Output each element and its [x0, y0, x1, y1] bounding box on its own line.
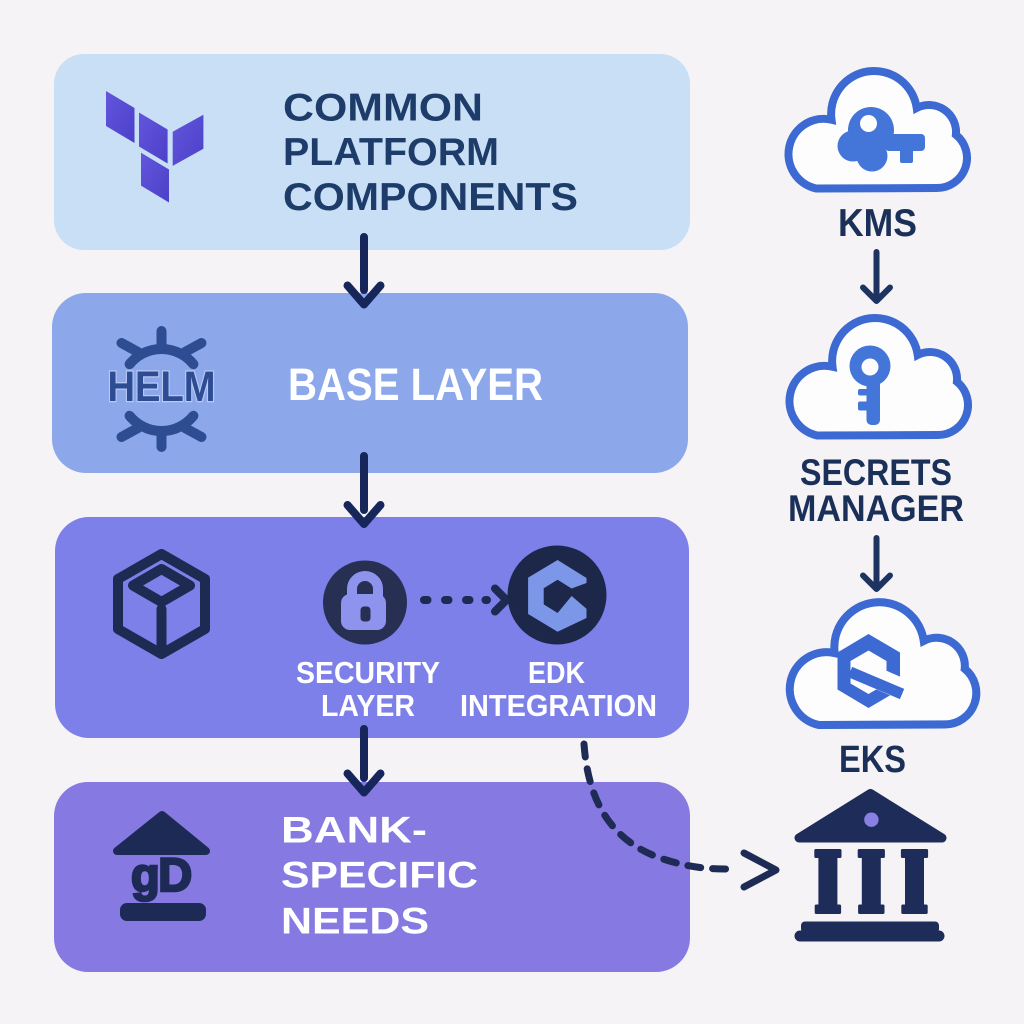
svg-text:SECRETS: SECRETS: [800, 451, 952, 493]
svg-text:SECURITY: SECURITY: [296, 655, 440, 690]
svg-text:SPECIFIC: SPECIFIC: [281, 855, 478, 896]
svg-text:PLATFORM: PLATFORM: [283, 131, 499, 174]
svg-text:LAYER: LAYER: [321, 688, 415, 723]
svg-text:EKS: EKS: [839, 739, 906, 781]
svg-text:gD: gD: [131, 848, 191, 901]
svg-text:BANK-: BANK-: [281, 810, 427, 851]
svg-text:COMPONENTS: COMPONENTS: [283, 176, 578, 219]
svg-text:EDK: EDK: [528, 655, 586, 690]
svg-text:COMMON: COMMON: [283, 87, 483, 130]
svg-text:BASE LAYER: BASE LAYER: [288, 359, 543, 410]
svg-text:MANAGER: MANAGER: [788, 487, 964, 529]
svg-text:KMS: KMS: [838, 202, 917, 245]
svg-text:HELM: HELM: [108, 363, 216, 411]
svg-text:INTEGRATION: INTEGRATION: [460, 688, 657, 723]
svg-text:NEEDS: NEEDS: [281, 901, 429, 942]
